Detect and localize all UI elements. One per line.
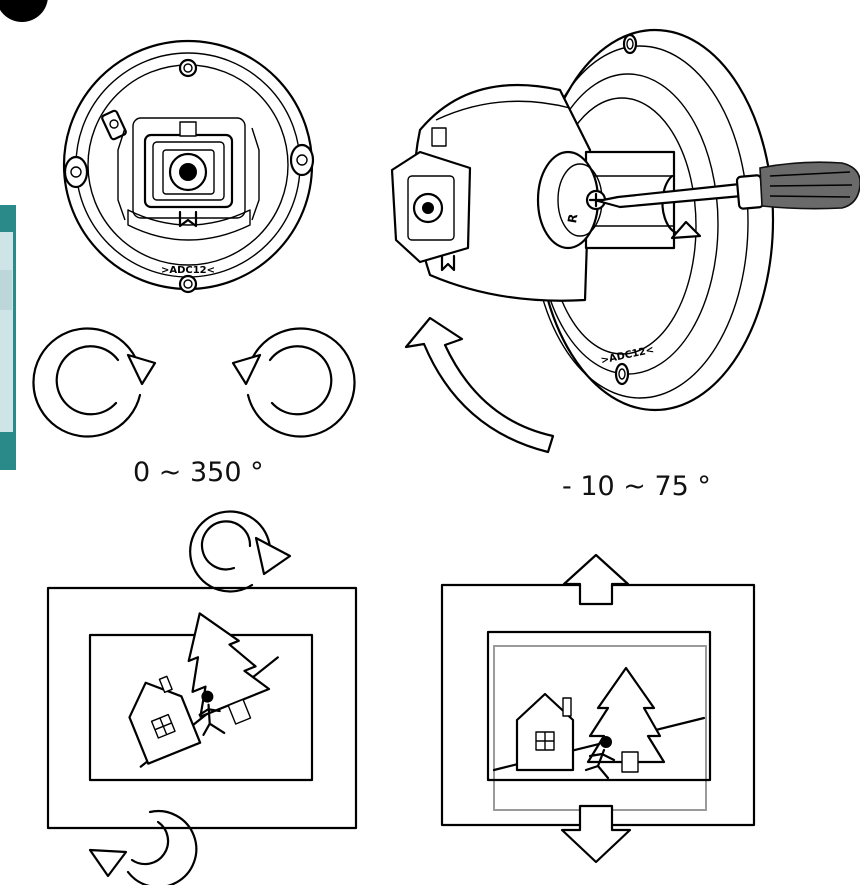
running-person-icon xyxy=(584,736,616,780)
tilted-image-diagram xyxy=(440,553,756,864)
rotate-clockwise-icon xyxy=(189,510,292,593)
tilt-arrow-icon xyxy=(404,316,555,454)
model-mark-top: >ADC12< xyxy=(161,265,215,276)
screwdriver-icon xyxy=(596,161,860,210)
house-icon xyxy=(515,692,575,772)
rotate-counterclockwise-icon xyxy=(88,810,198,885)
pan-range-label: 0 ~ 350 ° xyxy=(133,457,264,488)
arrow-up-icon xyxy=(562,553,630,606)
tilt-range-label: - 10 ~ 75 ° xyxy=(562,471,711,502)
camera-side-view: >ADC12< R xyxy=(390,28,775,412)
arrow-down-icon xyxy=(560,804,632,864)
tree-icon xyxy=(586,666,666,773)
running-person-icon xyxy=(198,690,226,736)
step-badge-icon xyxy=(0,0,48,22)
left-edge-strip xyxy=(0,205,16,470)
rotate-counterclockwise-icon xyxy=(231,327,356,438)
rotate-clockwise-icon xyxy=(32,327,157,438)
camera-top-view: >ADC12< xyxy=(62,39,315,294)
dial-letter: R xyxy=(565,213,580,225)
rotated-image-diagram xyxy=(46,510,358,885)
house-icon xyxy=(128,675,202,765)
